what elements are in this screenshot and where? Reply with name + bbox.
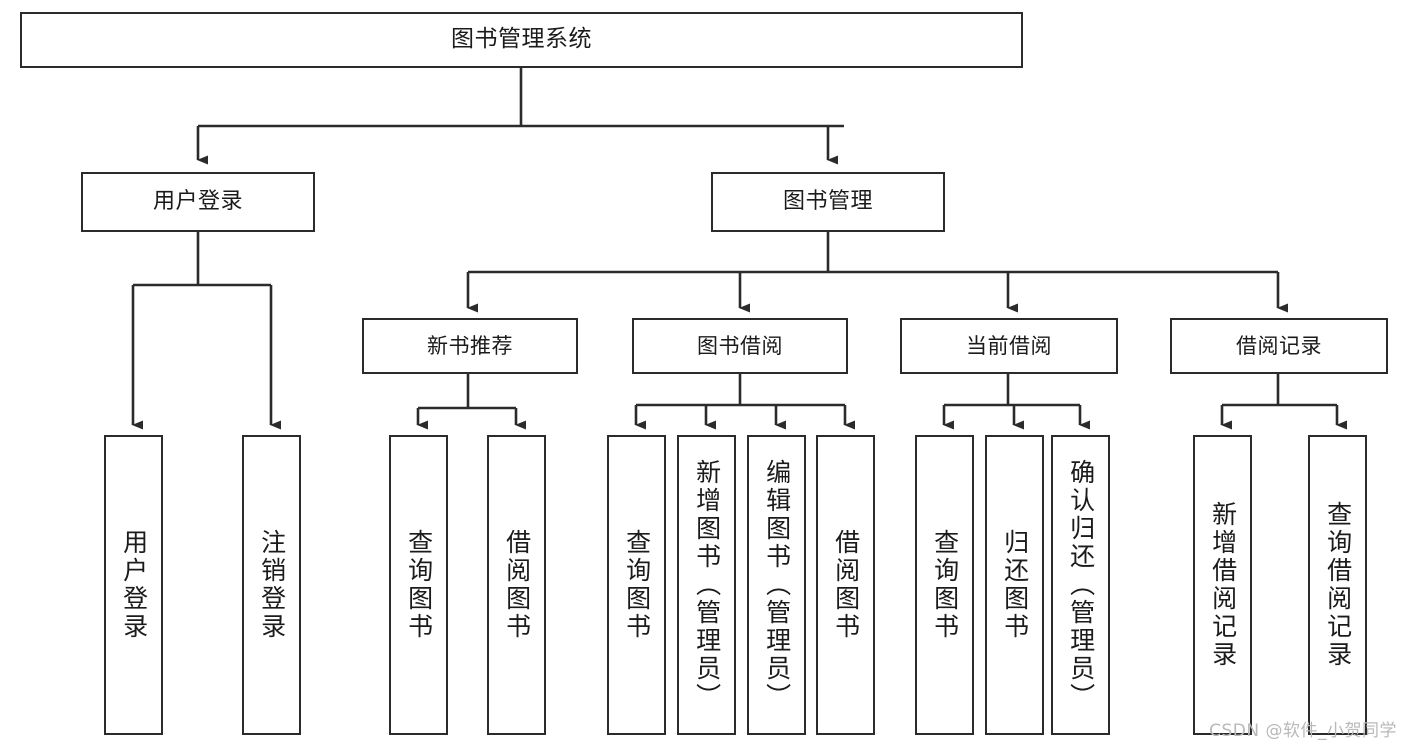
leaf-query-books-borrow[interactable]: 查询图书 bbox=[607, 435, 666, 735]
leaf-borrow-books-recommend[interactable]: 借阅图书 bbox=[487, 435, 546, 735]
leaf-borrow-books[interactable]: 借阅图书 bbox=[816, 435, 875, 735]
node-label: 确认归还（管理员） bbox=[1066, 459, 1096, 711]
node-label: 借阅记录 bbox=[1236, 333, 1322, 358]
leaf-query-borrow-record[interactable]: 查询借阅记录 bbox=[1308, 435, 1367, 735]
node-label: 用户登录 bbox=[119, 529, 149, 641]
node-label: 查询图书 bbox=[930, 529, 960, 641]
leaf-add-book-admin[interactable]: 新增图书（管理员） bbox=[677, 435, 736, 735]
leaf-confirm-return-admin[interactable]: 确认归还（管理员） bbox=[1051, 435, 1110, 735]
leaf-add-borrow-record[interactable]: 新增借阅记录 bbox=[1193, 435, 1252, 735]
node-user-login[interactable]: 用户登录 bbox=[81, 172, 315, 232]
node-label: 编辑图书（管理员） bbox=[762, 459, 792, 711]
node-current-borrowing[interactable]: 当前借阅 bbox=[900, 318, 1118, 374]
node-label: 查询图书 bbox=[404, 529, 434, 641]
node-label: 图书管理系统 bbox=[451, 26, 592, 53]
node-book-management[interactable]: 图书管理 bbox=[711, 172, 945, 232]
node-label: 图书借阅 bbox=[697, 333, 783, 358]
node-borrowing-records[interactable]: 借阅记录 bbox=[1170, 318, 1388, 374]
node-label: 新增图书（管理员） bbox=[692, 459, 722, 711]
leaf-logout[interactable]: 注销登录 bbox=[242, 435, 301, 735]
leaf-edit-book-admin[interactable]: 编辑图书（管理员） bbox=[747, 435, 806, 735]
node-label: 注销登录 bbox=[257, 529, 287, 641]
node-label: 图书管理 bbox=[782, 189, 873, 215]
node-label: 新书推荐 bbox=[427, 333, 513, 358]
leaf-return-books[interactable]: 归还图书 bbox=[985, 435, 1044, 735]
node-label: 当前借阅 bbox=[966, 333, 1052, 358]
node-root-library-management-system[interactable]: 图书管理系统 bbox=[20, 12, 1023, 68]
leaf-query-books-recommend[interactable]: 查询图书 bbox=[389, 435, 448, 735]
node-label: 查询借阅记录 bbox=[1323, 501, 1353, 669]
node-label: 查询图书 bbox=[622, 529, 652, 641]
leaf-user-login[interactable]: 用户登录 bbox=[104, 435, 163, 735]
node-new-book-recommendation[interactable]: 新书推荐 bbox=[362, 318, 578, 374]
node-book-borrowing[interactable]: 图书借阅 bbox=[632, 318, 848, 374]
node-label: 新增借阅记录 bbox=[1208, 501, 1238, 669]
node-label: 用户登录 bbox=[152, 189, 243, 215]
node-label: 借阅图书 bbox=[502, 529, 532, 641]
csdn-watermark: CSDN @软件_小贺同学 bbox=[1209, 721, 1397, 741]
node-label: 归还图书 bbox=[1000, 529, 1030, 641]
node-label: 借阅图书 bbox=[831, 529, 861, 641]
leaf-query-books-current[interactable]: 查询图书 bbox=[915, 435, 974, 735]
